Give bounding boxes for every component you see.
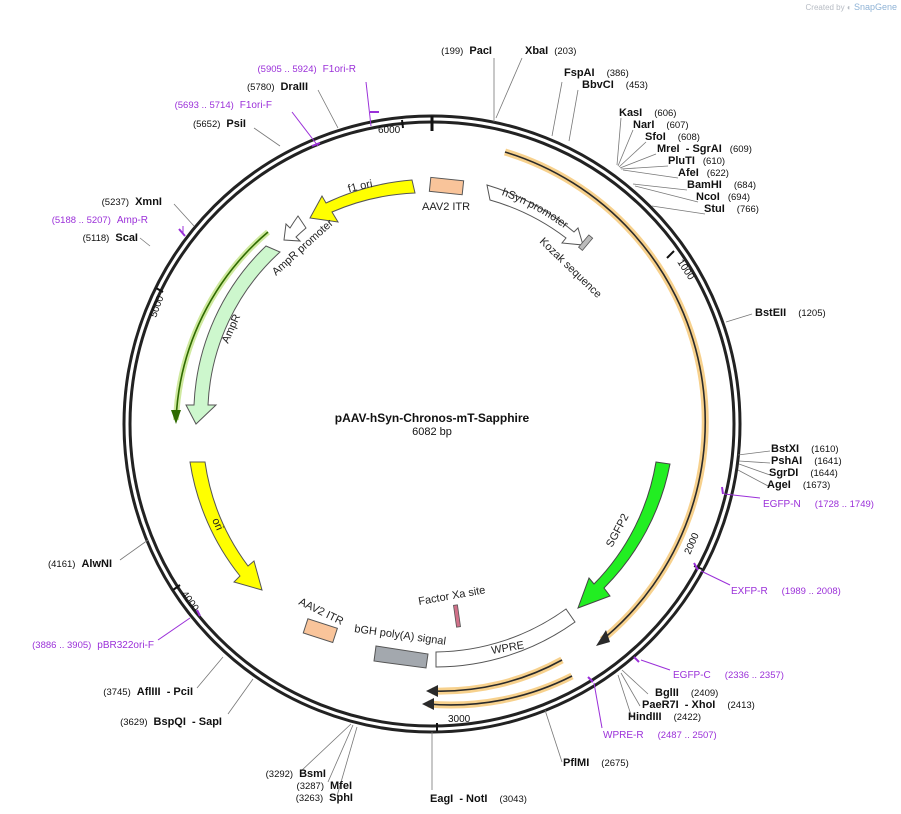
label-hsyn-promoter: hSyn promoter: [500, 186, 570, 231]
site-xmni[interactable]: (5237)XmnI: [102, 196, 162, 208]
site-mrei-sgrai[interactable]: MreI - SgrAI(609): [657, 143, 752, 155]
site-alwni[interactable]: (4161)AlwNI: [48, 558, 112, 570]
site-afliii-pcii[interactable]: (3745)AflIII - PciI: [103, 686, 193, 698]
site-bsmi[interactable]: (3292)BsmI: [266, 768, 326, 780]
site-afei[interactable]: AfeI(622): [678, 167, 729, 179]
primer-exfp-r[interactable]: EXFP-R(1989 .. 2008): [731, 586, 841, 597]
label-f1-ori: f1 ori: [347, 178, 374, 195]
primer-egfp-c[interactable]: EGFP-C(2336 .. 2357): [673, 670, 784, 681]
feature-hsyn-promoter[interactable]: [486, 184, 584, 246]
label-ori: ori: [209, 516, 225, 532]
primer-pbr322ori-f[interactable]: (3886 .. 3905)pBR322ori-F: [32, 640, 154, 651]
label-bgh-polya-signal: bGH poly(A) signal: [354, 623, 447, 648]
site-stui[interactable]: StuI(766): [704, 203, 759, 215]
site-ncoi[interactable]: NcoI(694): [696, 191, 750, 203]
feature-ampr[interactable]: [185, 245, 281, 425]
site-pshai[interactable]: PshAI(1641): [771, 455, 842, 467]
snapgene-branding: Created by ◐ SnapGene: [806, 2, 898, 12]
feature-sgfp2[interactable]: [577, 461, 671, 609]
site-bbvci[interactable]: BbvCI(453): [582, 79, 648, 91]
label-factor-xa-site: Factor Xa site: [417, 584, 486, 608]
tick-label-2000: 2000: [683, 531, 702, 556]
site-bsteii[interactable]: BstEII(1205): [755, 307, 826, 319]
ampr-highlight-arrowhead: [171, 410, 181, 424]
ampr-highlight-line: [175, 231, 269, 421]
site-scai[interactable]: (5118)ScaI: [83, 232, 138, 244]
site-paer7i-xhoi[interactable]: PaeR7I - XhoI(2413): [642, 699, 755, 711]
label-aav2-itr-1: AAV2 ITR: [422, 201, 470, 213]
primer-f1ori-r[interactable]: (5905 .. 5924)F1ori-R: [258, 64, 357, 75]
primer-amp-r[interactable]: (5188 .. 5207)Amp-R: [52, 215, 148, 226]
site-leaders: [119, 57, 771, 797]
site-hindiii[interactable]: HindIII(2422): [628, 711, 701, 723]
site-sphi[interactable]: (3263)SphI: [296, 792, 353, 804]
plasmid-length: 6082 bp: [412, 426, 452, 438]
site-bglii[interactable]: BglII(2409): [655, 687, 718, 699]
tick-label-3000: 3000: [448, 714, 471, 725]
site-sgrdi[interactable]: SgrDI(1644): [769, 467, 838, 479]
site-agei[interactable]: AgeI(1673): [767, 479, 830, 491]
feature-ampr-promoter[interactable]: [283, 215, 307, 242]
primer-egfp-n[interactable]: EGFP-N(1728 .. 1749): [763, 499, 874, 510]
tick-marks: [155, 119, 703, 731]
branding-name: SnapGene: [853, 2, 897, 12]
tick-label-6000: 6000: [378, 125, 401, 136]
site-fspai[interactable]: FspAI(386): [564, 67, 629, 79]
orf-highlight: [422, 148, 709, 710]
branding-prefix: Created by: [805, 3, 845, 12]
site-pflmi[interactable]: PflMI(2675): [563, 757, 629, 769]
site-pluti[interactable]: PluTI(610): [668, 155, 725, 167]
feature-f1-ori[interactable]: [309, 179, 416, 223]
feature-kozak-sequence[interactable]: [577, 234, 594, 251]
feature-bgh-polya-signal[interactable]: [373, 645, 429, 669]
site-draiii[interactable]: (5780)DraIII: [247, 81, 308, 93]
plasmid-name: pAAV-hSyn-Chronos-mT-Sapphire: [335, 411, 530, 425]
site-eagi-noti[interactable]: EagI - NotI(3043): [430, 793, 527, 805]
feature-aav2-itr-2[interactable]: [302, 618, 339, 644]
site-kasi[interactable]: KasI(606): [619, 107, 676, 119]
feature-aav2-itr-1[interactable]: [428, 176, 465, 196]
label-wpre: WPRE: [490, 639, 525, 657]
snapgene-logo-icon: ◐: [846, 3, 852, 12]
site-bstxi[interactable]: BstXI(1610): [771, 443, 839, 455]
site-paci[interactable]: (199)PacI: [441, 45, 492, 57]
site-nari[interactable]: NarI(607): [633, 119, 689, 131]
primer-wpre-r[interactable]: WPRE-R(2487 .. 2507): [603, 730, 717, 741]
site-sfoi[interactable]: SfoI(608): [645, 131, 700, 143]
site-psii[interactable]: (5652)PsiI: [193, 118, 246, 130]
feature-ori[interactable]: [189, 461, 263, 591]
feature-factor-xa-site[interactable]: [453, 604, 461, 628]
site-mfei[interactable]: (3287)MfeI: [297, 780, 352, 792]
site-bamhi[interactable]: BamHI(684): [687, 179, 756, 191]
label-kozak-sequence: Kozak sequence: [537, 236, 604, 301]
primer-leaders: [157, 81, 761, 729]
site-xbai[interactable]: XbaI(203): [525, 45, 576, 57]
feature-wpre[interactable]: [435, 608, 576, 668]
site-bspqi-sapi[interactable]: (3629)BspQI - SapI: [120, 716, 222, 728]
primer-f1ori-f[interactable]: (5693 .. 5714)F1ori-F: [175, 100, 272, 111]
